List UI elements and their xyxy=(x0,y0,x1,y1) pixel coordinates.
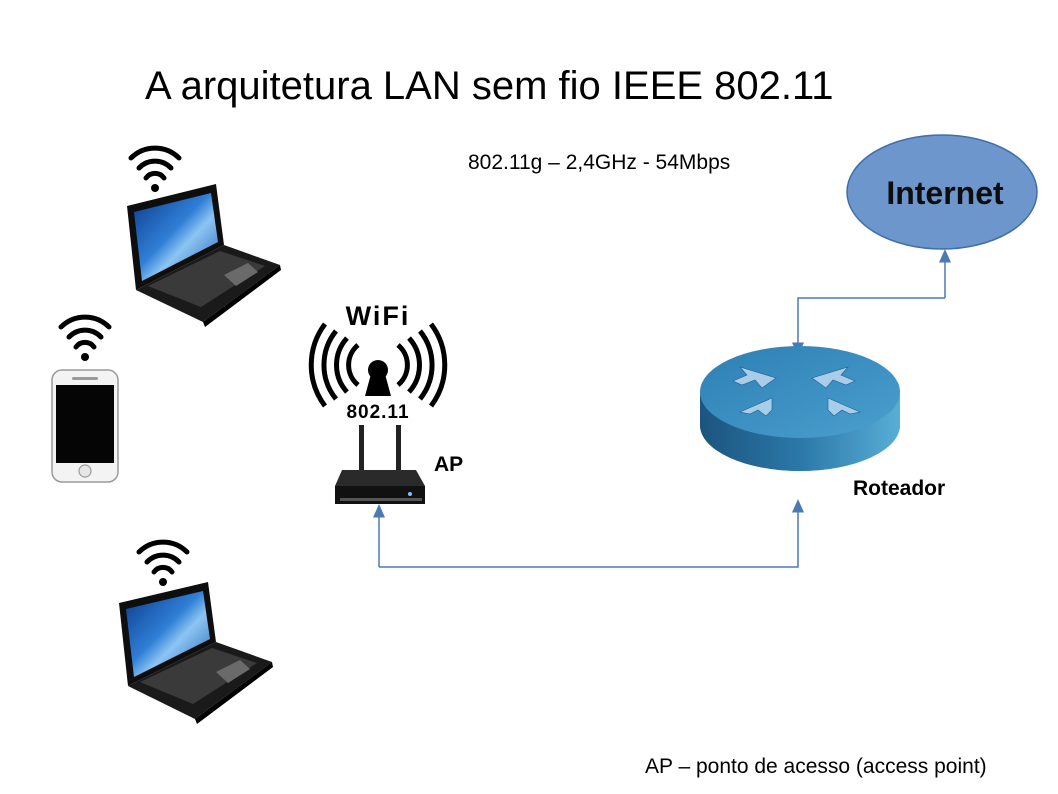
laptop-icon xyxy=(127,184,281,327)
wifi-signal-icon xyxy=(128,145,182,192)
wifi-standard-caption: 802.11g – 2,4GHz - 54Mbps xyxy=(468,151,731,174)
wifi-signal-icon xyxy=(58,314,112,361)
diagram-title: A arquitetura LAN sem fio IEEE 802.11 xyxy=(145,64,834,108)
smartphone-icon xyxy=(51,369,119,483)
ap-router-link xyxy=(373,499,804,568)
ap-label: AP xyxy=(434,453,464,476)
wifi-signal-icon xyxy=(136,539,190,586)
access-point-icon xyxy=(335,425,425,504)
internet-node: Internet xyxy=(846,134,1038,250)
wifi-logo-text: WiFi xyxy=(346,301,411,331)
internet-label: Internet xyxy=(886,175,1004,211)
router-icon xyxy=(700,346,900,471)
wifi-802-11-logo: WiFi 802.11 xyxy=(308,301,448,423)
router-label: Roteador xyxy=(853,477,946,500)
wifi-logo-standard: 802.11 xyxy=(346,402,409,423)
laptop-icon xyxy=(119,582,273,724)
router-internet-link xyxy=(792,249,951,356)
footnote: AP – ponto de acesso (access point) xyxy=(645,755,987,778)
